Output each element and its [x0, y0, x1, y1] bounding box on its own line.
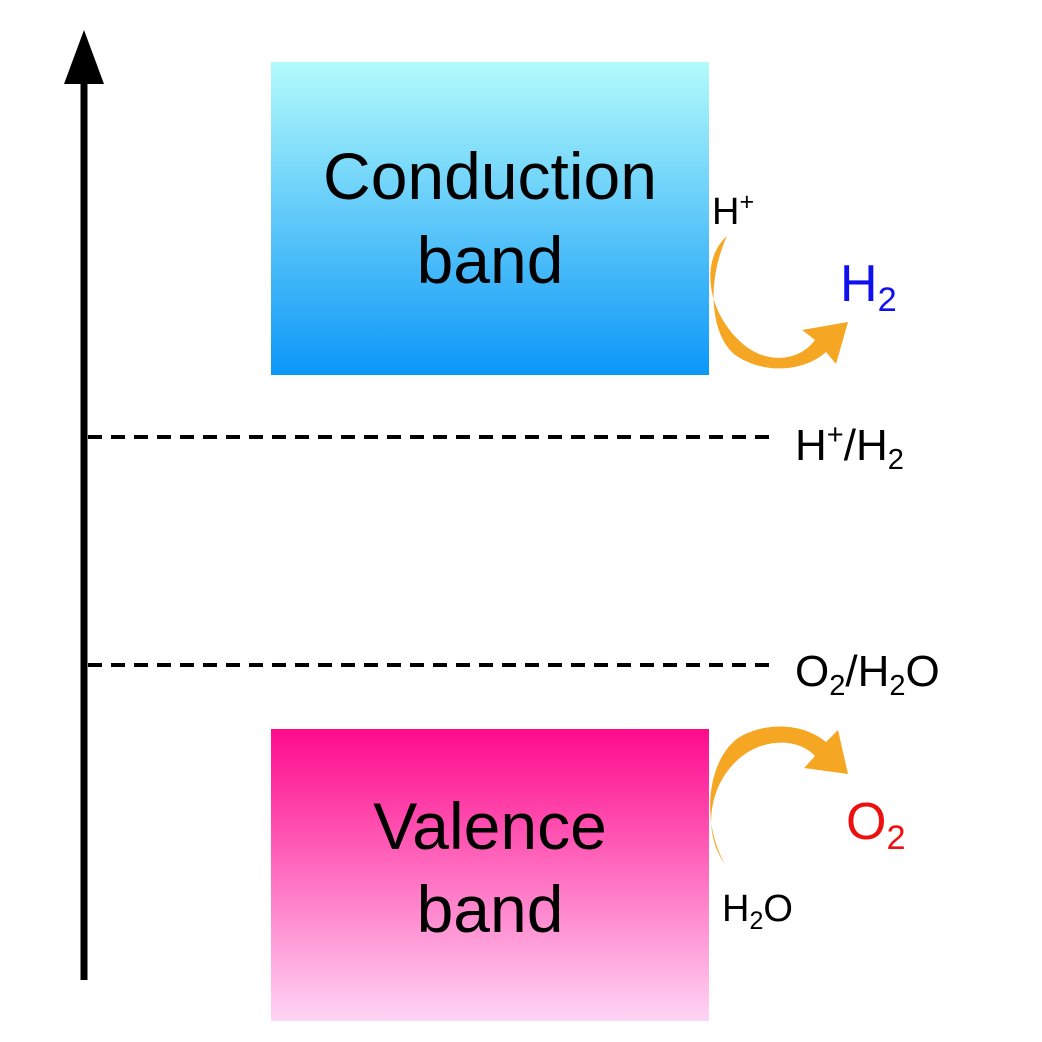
conduction-band-label: Conduction band — [323, 135, 657, 301]
valence-band-label-line2: band — [416, 872, 564, 947]
reduction-curved-arrow — [710, 236, 848, 369]
valence-band-rect — [271, 729, 709, 1021]
valence-band: Valence band — [271, 729, 709, 1021]
valence-band-label-line1: Valence — [373, 789, 607, 863]
reduction-reactant-label: H+ — [712, 188, 755, 233]
conduction-band-label-line1: Conduction — [323, 139, 657, 214]
o-level-label: O2/H2O — [795, 647, 940, 702]
h-level-label: H+/H2 — [795, 419, 904, 476]
valence-band-label: Valence band — [373, 785, 607, 951]
conduction-band: Conduction band — [271, 62, 709, 375]
conduction-band-rect — [271, 62, 709, 375]
energy-axis-arrowhead — [64, 30, 104, 84]
oxidation-curved-arrow — [710, 726, 848, 864]
conduction-band-label-line2: band — [416, 222, 564, 297]
oxidation-product-label: O2 — [846, 793, 906, 858]
oxidation-reactant-label: H2O — [722, 888, 793, 935]
reduction-product-label: H2 — [840, 255, 897, 320]
